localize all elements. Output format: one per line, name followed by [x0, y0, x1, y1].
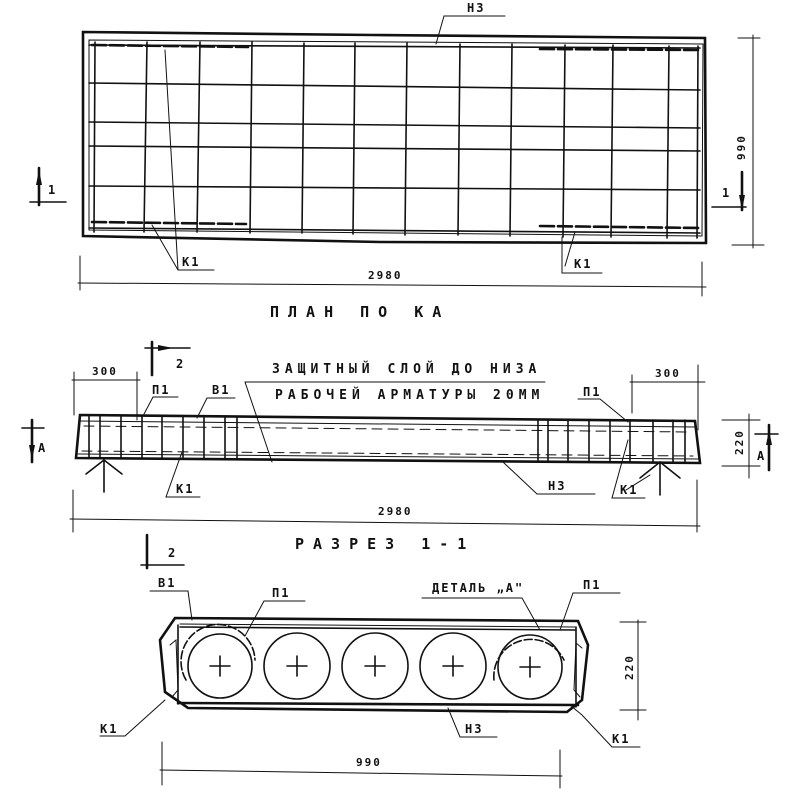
- view-mark-a-left: А: [21, 418, 47, 464]
- section-mark-1-left: 1: [29, 166, 67, 207]
- plan-dim-width: 990: [735, 134, 748, 160]
- section-1-1-label-n3: Н3: [548, 479, 566, 493]
- section-2-2-voids: [187, 632, 563, 700]
- svg-text:А: А: [38, 441, 47, 455]
- p1-loop-left: [180, 623, 256, 681]
- plan-k1-label-left: К1: [182, 255, 200, 269]
- section-1-1-stirrups-right: [537, 419, 686, 463]
- section-2-2-label-k1-right: К1: [612, 732, 630, 746]
- section-mark-2-bottom: 2: [140, 533, 185, 570]
- plan-inner-outline: [88, 39, 704, 237]
- section-1-1-stirrups-left: [88, 415, 238, 460]
- svg-text:1: 1: [48, 183, 57, 197]
- void-4: [419, 632, 487, 700]
- section-2-2-label-k1-left: К1: [100, 722, 118, 736]
- section-1-1-dim-left: 300: [92, 365, 118, 378]
- view-mark-a-right: А: [754, 423, 779, 472]
- section-1-1-dim-length: 2980: [378, 505, 413, 518]
- section-1-1-label-k1-left: К1: [176, 482, 194, 496]
- protective-layer-note-line1: ЗАЩИТНЫЙ СЛОЙ ДО НИЗА: [272, 361, 541, 377]
- plan-n3-leader: [435, 15, 506, 45]
- section-2-2-bottom-bar: [176, 701, 580, 707]
- plan-n3-label: Н3: [467, 1, 485, 15]
- p1-loop-right: [493, 638, 565, 681]
- plan-k1-leader-right: [561, 231, 603, 274]
- svg-text:2: 2: [176, 357, 185, 371]
- void-2: [263, 632, 331, 700]
- plan-transverse-bars: [93, 41, 699, 239]
- void-5: [497, 634, 563, 700]
- svg-text:2: 2: [168, 546, 177, 560]
- svg-text:1: 1: [722, 186, 731, 200]
- section-mark-2-top: 2: [144, 340, 191, 377]
- plan-k1-leader-left: [151, 49, 215, 271]
- section-1-1-label-p1-right: П1: [583, 385, 601, 399]
- section-1-1-dim-height: 220: [733, 429, 746, 455]
- svg-text:А: А: [757, 449, 766, 463]
- section-1-1-label-p1-left: П1: [152, 383, 170, 397]
- void-3: [341, 632, 409, 700]
- section-2-2-label-n3: Н3: [465, 722, 483, 736]
- plan-slab-outline: [81, 30, 708, 245]
- plan-longitudinal-bars: [88, 44, 701, 234]
- section-2-2-label-detail: ДЕТАЛЬ „А": [432, 581, 524, 595]
- section-1-1-label-k1-right: К1: [620, 483, 638, 497]
- section-2-2-dim-width: 990: [356, 756, 382, 769]
- plan-k1-frames: [90, 43, 702, 230]
- section-2-2-label-p1-right: П1: [583, 578, 601, 592]
- section-2-2-label-v1: В1: [158, 576, 176, 590]
- section-2-2-view: 2 В1 П1 ДЕТАЛЬ „А" П1 К1 Н: [99, 533, 647, 789]
- section-1-1-dim-right: 300: [655, 367, 681, 380]
- protective-layer-leader: [244, 381, 273, 463]
- plan-dim-length: 2980: [368, 269, 403, 282]
- section-2-2-top-bar: [179, 626, 576, 631]
- section-mark-1-right: 1: [711, 170, 747, 212]
- plan-dim-length-line: [77, 282, 707, 288]
- void-1: [187, 633, 253, 699]
- section-2-2-label-p1-left: П1: [272, 586, 290, 600]
- plan-title: ПЛАН ПО КА: [270, 303, 450, 321]
- section-1-1-label-v1: В1: [212, 383, 230, 397]
- section-1-1-outline: [74, 413, 702, 465]
- section-2-2-dim-height: 220: [623, 654, 636, 680]
- support-left: [85, 458, 123, 493]
- plan-k1-label-right: К1: [574, 257, 592, 271]
- protective-layer-note-line2: РАБОЧЕЙ АРМАТУРЫ 20ММ: [275, 387, 544, 403]
- plan-view: Н3 К1 К1 2980 990 1 1 ПЛАН ПО КА: [29, 1, 765, 321]
- support-right: [639, 460, 681, 496]
- section-1-1-title: РАЗРЕЗ 1-1: [295, 535, 475, 553]
- section-2-2-outline: [158, 616, 590, 714]
- section-1-1-view: 300 300 2 ЗАЩИТНЫЙ СЛОЙ ДО НИЗА РАБОЧЕЙ …: [21, 340, 779, 553]
